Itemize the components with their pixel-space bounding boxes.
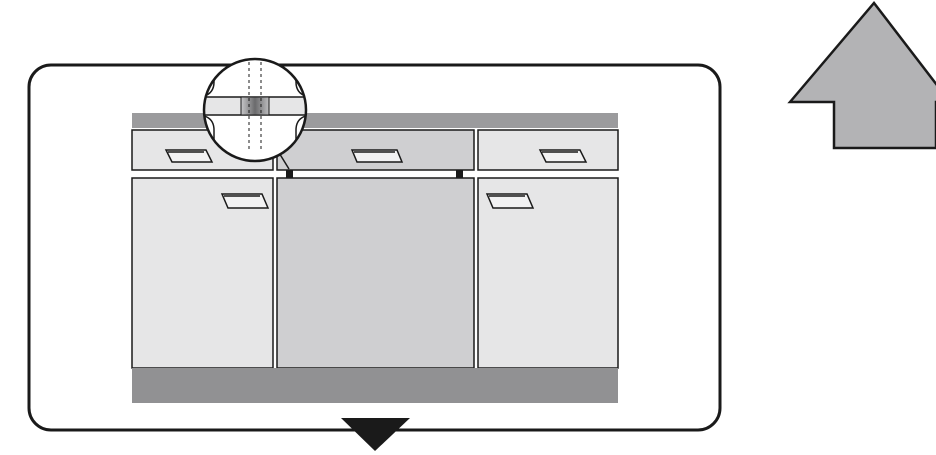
up-arrow-icon — [787, 1, 936, 150]
magnifier-callout-icon — [202, 57, 308, 163]
kickplate — [132, 368, 618, 403]
door-handle-right — [485, 193, 535, 209]
dishwasher-door — [276, 177, 475, 369]
drawer-handle-right — [538, 149, 588, 163]
door-handle-left — [220, 193, 270, 209]
mounting-bracket-right — [456, 170, 463, 178]
drawer-handle-middle — [350, 149, 404, 163]
drawer-handle-left — [164, 149, 214, 163]
mounting-bracket-left — [286, 170, 293, 178]
down-triangle-icon — [341, 418, 410, 451]
drawer-middle — [276, 129, 475, 171]
